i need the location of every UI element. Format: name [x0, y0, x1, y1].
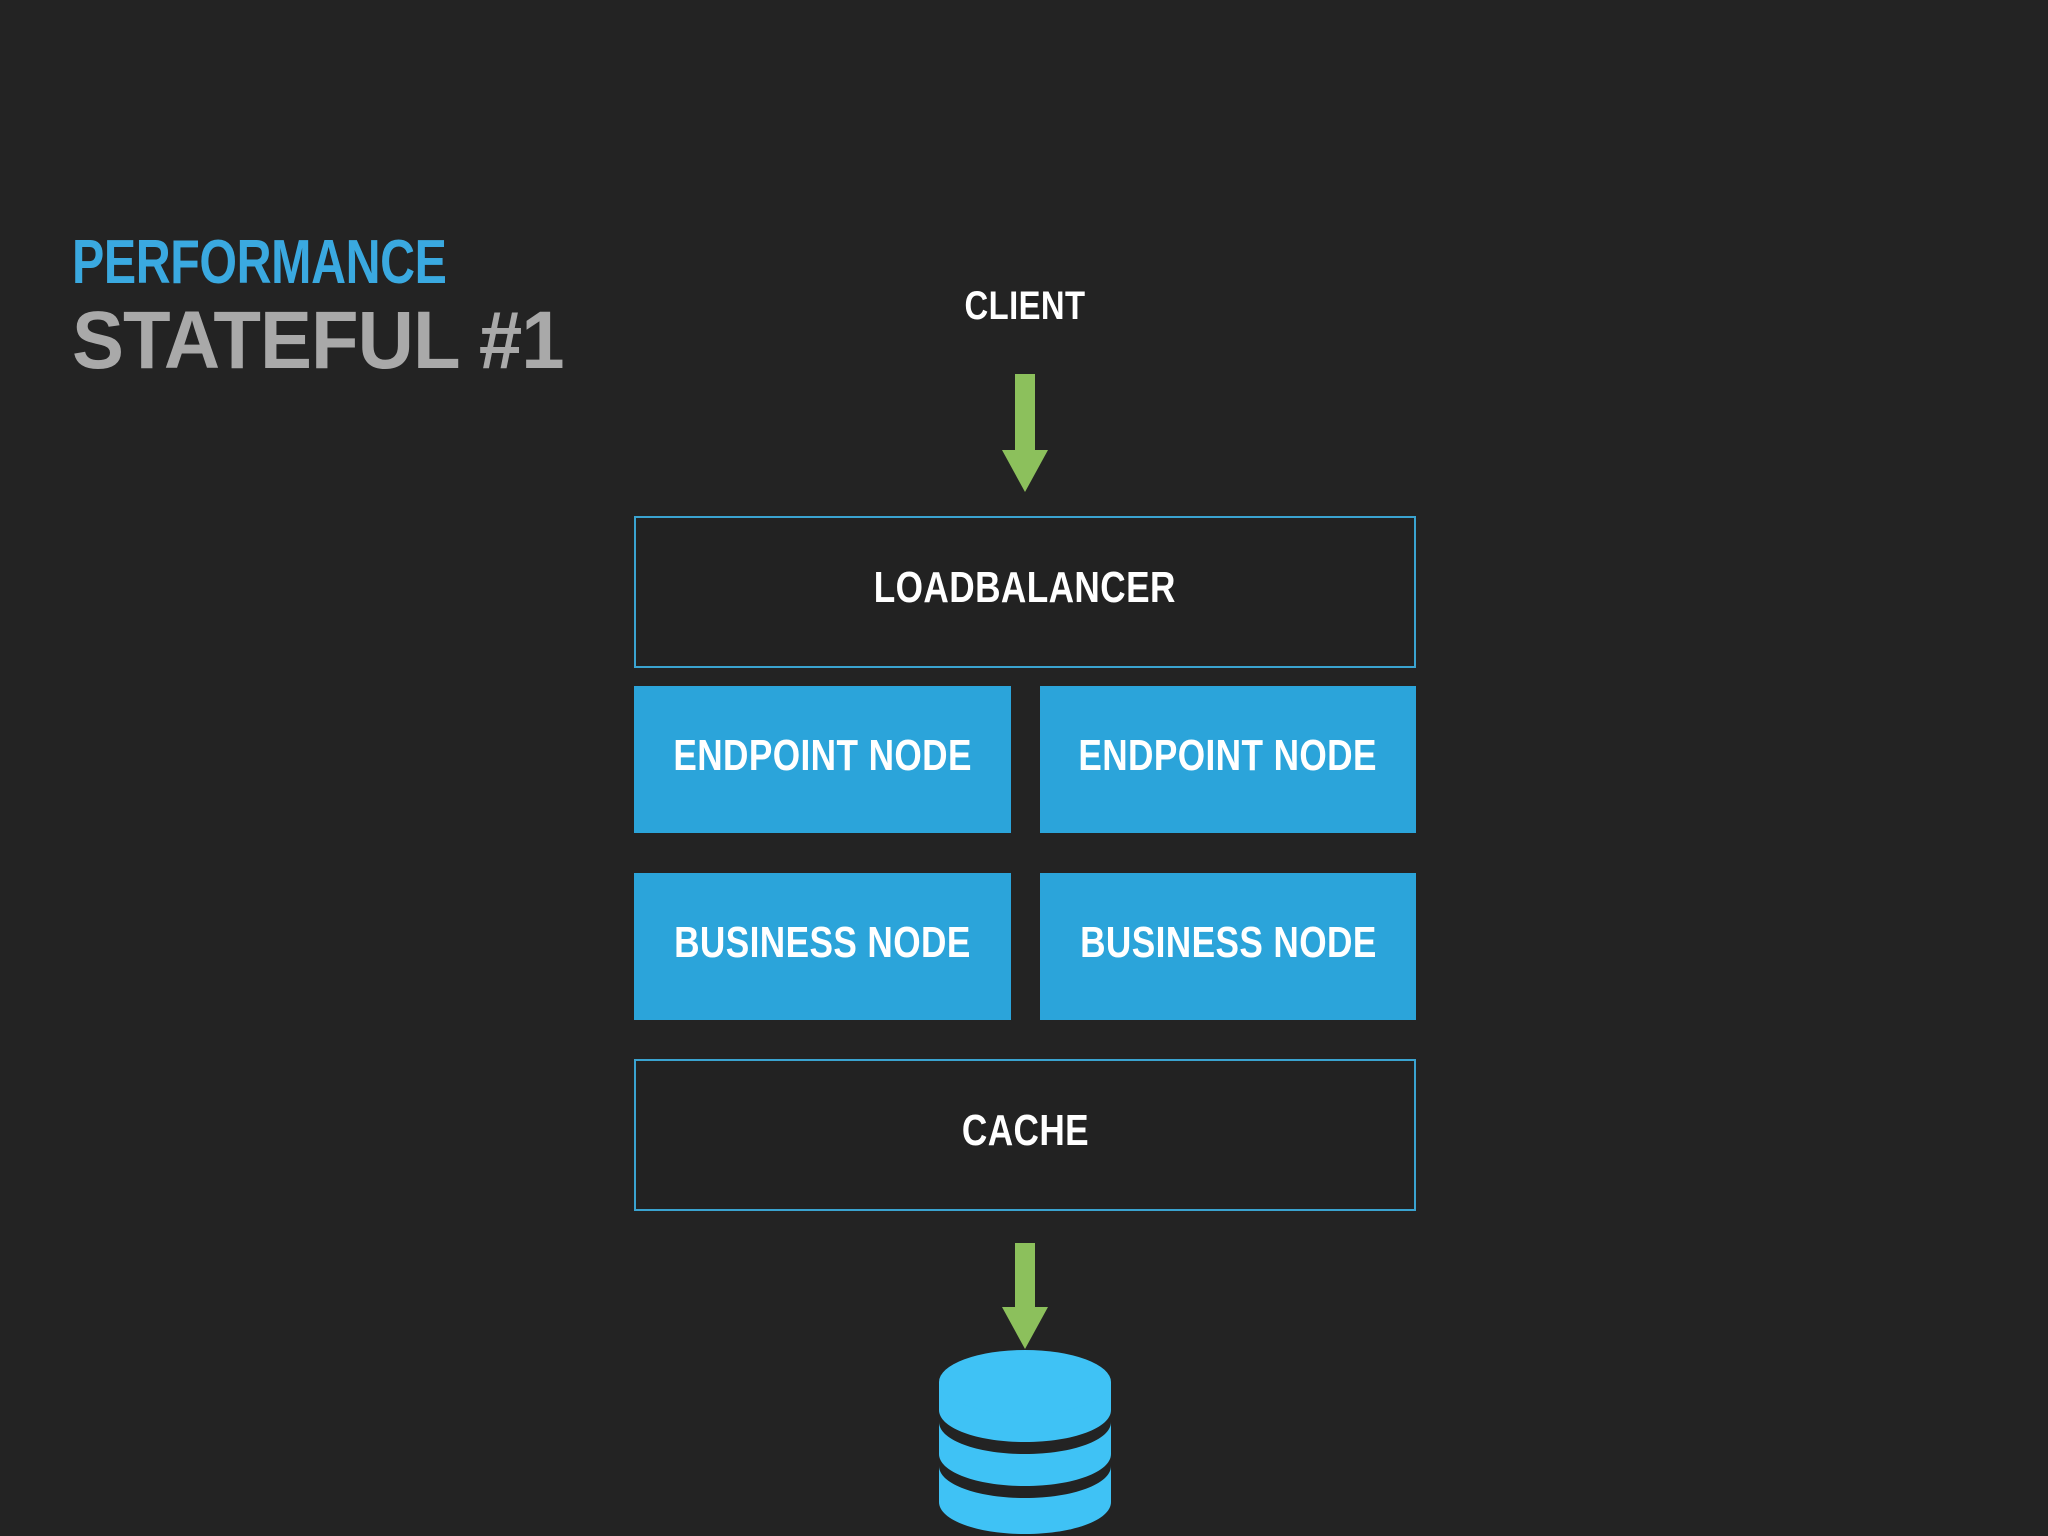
node-cache-label: CACHE	[961, 1106, 1089, 1155]
node-endpoint-2[interactable]: ENDPOINT NODE	[1040, 686, 1416, 833]
node-business-2-label: BUSINESS NODE	[1079, 918, 1377, 967]
arrow-client-to-loadbalancer-icon	[1002, 374, 1048, 492]
node-business-2[interactable]: BUSINESS NODE	[1040, 873, 1416, 1020]
node-business-1[interactable]: BUSINESS NODE	[634, 873, 1011, 1020]
arrow-cache-to-database-icon	[1002, 1243, 1048, 1349]
node-cache[interactable]: CACHE	[634, 1059, 1416, 1211]
node-endpoint-1-label: ENDPOINT NODE	[673, 731, 972, 780]
page-title: PERFORMANCE STATEFUL #1	[72, 232, 772, 384]
node-business-1-label: BUSINESS NODE	[674, 918, 971, 967]
architecture-diagram: CLIENT LOADBALANCER ENDPOINT NODE ENDPOI…	[634, 0, 1416, 1536]
database-cylinder-icon	[937, 1348, 1113, 1536]
client-label: CLIENT	[964, 284, 1086, 328]
title-line-stateful: STATEFUL #1	[72, 295, 565, 386]
title-line-performance: PERFORMANCE	[72, 228, 447, 297]
node-endpoint-2-label: ENDPOINT NODE	[1078, 731, 1378, 780]
node-endpoint-1[interactable]: ENDPOINT NODE	[634, 686, 1011, 833]
node-loadbalancer[interactable]: LOADBALANCER	[634, 516, 1416, 668]
node-loadbalancer-label: LOADBALANCER	[873, 563, 1177, 612]
